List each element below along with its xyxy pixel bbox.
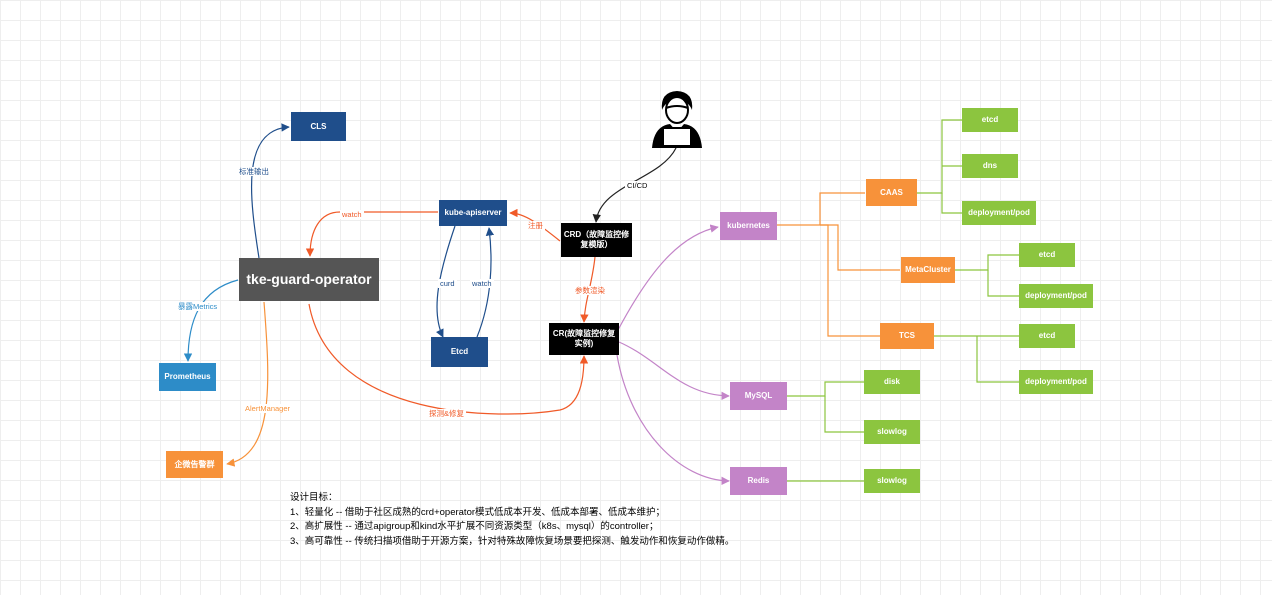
design-goals-title: 设计目标：	[290, 492, 338, 503]
prometheus-node[interactable]: Prometheus	[159, 363, 216, 391]
kubernetes-node[interactable]: kubernetes	[720, 212, 777, 240]
edge-caas-tree	[917, 119, 962, 194]
wecom-alert-node[interactable]: 企微告警群	[166, 451, 223, 478]
etcd-node[interactable]: Etcd	[431, 337, 488, 367]
label-std-output: 标准输出	[237, 167, 271, 176]
kube-apiserver-node[interactable]: kube-apiserver	[439, 200, 507, 226]
tcs-etcd-node[interactable]: etcd	[1019, 324, 1075, 348]
label-probe-repair: 探测&修复	[427, 409, 467, 418]
edge-cr-kubernetes	[617, 224, 719, 331]
metacluster-deployment-node[interactable]: deployment/pod	[1019, 284, 1093, 308]
tke-guard-operator-node[interactable]: tke-guard-operator	[239, 258, 379, 301]
cls-node[interactable]: CLS	[291, 112, 346, 141]
edge-cr-redis	[616, 354, 730, 486]
label-watch-apiserver: watch	[340, 210, 364, 219]
edge-operator-alert	[226, 301, 269, 467]
redis-slowlog-node[interactable]: slowlog	[864, 469, 920, 493]
design-goal-1: 1、轻量化 -- 借助于社区成熟的crd+operator模式低成本开发、低成本…	[290, 506, 666, 518]
design-goal-2: 2、高扩展性 -- 通过apigroup和kind水平扩展不同资源类型（k8s、…	[290, 521, 659, 532]
user-at-laptop-icon	[648, 88, 706, 155]
edge-operator-prometheus	[183, 279, 239, 362]
caas-deployment-node[interactable]: deployment/pod	[962, 201, 1036, 225]
label-watch-etcd: watch	[470, 279, 494, 288]
metacluster-node[interactable]: MetaCluster	[901, 257, 955, 283]
caas-etcd-node[interactable]: etcd	[962, 108, 1018, 132]
caas-dns-node[interactable]: dns	[962, 154, 1018, 178]
label-cicd: CI/CD	[625, 181, 650, 190]
cr-node[interactable]: CR(故障监控修复实例)	[549, 323, 619, 355]
mysql-disk-node[interactable]: disk	[864, 370, 920, 394]
caas-node[interactable]: CAAS	[866, 179, 917, 206]
tcs-node[interactable]: TCS	[880, 323, 934, 349]
tcs-deployment-node[interactable]: deployment/pod	[1019, 370, 1093, 394]
edge-meta-tree	[955, 254, 1019, 271]
redis-node[interactable]: Redis	[730, 467, 787, 495]
design-goals: 设计目标： 1、轻量化 -- 借助于社区成熟的crd+operator模式低成本开…	[290, 491, 734, 549]
metacluster-etcd-node[interactable]: etcd	[1019, 243, 1075, 267]
label-register: 注册	[526, 221, 545, 230]
edge-mysql-tree	[787, 381, 864, 397]
label-curd: curd	[438, 279, 457, 288]
edge-cr-mysql	[618, 341, 730, 401]
label-alertmanager: AlertManager	[243, 404, 293, 413]
label-expose-metrics: 暴露Metrics	[176, 302, 220, 311]
mysql-slowlog-node[interactable]: slowlog	[864, 420, 920, 444]
crd-node[interactable]: CRD（故障监控修复模版）	[561, 223, 632, 257]
edge-operator-cr-probe	[308, 303, 589, 415]
mysql-node[interactable]: MySQL	[730, 382, 787, 410]
edge-operator-cls	[251, 123, 290, 259]
label-param-render: 参数渲染	[573, 286, 607, 295]
edge-k8s-tree	[777, 192, 865, 226]
edge-apiserver-operator-watch	[305, 211, 438, 257]
design-goal-3: 3、高可靠性 -- 传统扫描项借助于开源方案，针对特殊故障恢复场景要把探测、触发…	[290, 535, 735, 547]
